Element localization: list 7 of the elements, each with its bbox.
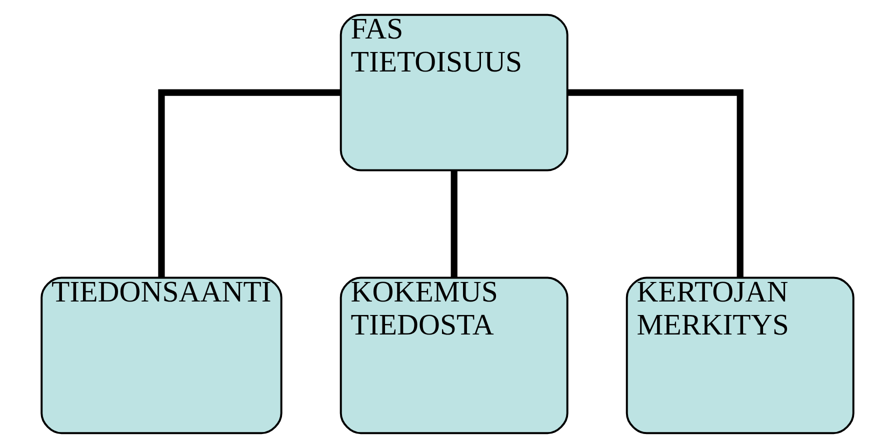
node-box: KERTOJAN MERKITYS	[625, 276, 854, 434]
connector	[450, 170, 457, 278]
node-box: TIEDONSAANTI	[40, 276, 282, 434]
connector	[567, 89, 743, 278]
connector	[158, 89, 340, 278]
node-box: FAS TIETOISUUS	[339, 14, 568, 172]
node-box: KOKEMUS TIEDOSTA	[339, 276, 568, 434]
